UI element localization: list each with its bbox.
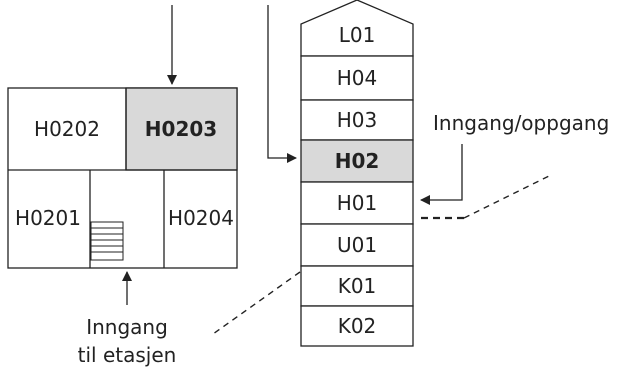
floor-u01-box	[300, 223, 414, 267]
ground-line-right-slope	[463, 175, 550, 219]
floor-label-h04: H04	[337, 66, 378, 90]
ground-line-left-slope	[212, 271, 301, 335]
floor-k02-box	[300, 305, 414, 347]
floor-label-u01: U01	[337, 233, 377, 257]
arrow-to-h02	[267, 5, 297, 163]
floor-label-k01: K01	[338, 274, 377, 298]
unit-label-h0202: H0202	[34, 117, 100, 141]
floor-plan: H0202 H0203 H0201 H0204 Inngang til etas…	[7, 5, 238, 367]
building-section: L01 H04 H03 H02 H01 U01 K01 K02 Inngang/…	[212, 0, 609, 347]
floor-label-h01: H01	[337, 191, 378, 215]
floor-entrance-label-line1: Inngang	[86, 315, 168, 339]
floor-h02-box	[300, 139, 414, 183]
floor-entrance-label-line2: til etasjen	[78, 343, 177, 367]
floor-label-h02: H02	[335, 149, 380, 173]
floor-h04-box	[300, 55, 414, 101]
unit-label-h0201: H0201	[15, 206, 81, 230]
floor-h03-box	[300, 99, 414, 141]
floor-h01-box	[300, 181, 414, 225]
building-entrance-label: Inngang/oppgang	[433, 111, 609, 135]
arrow-building-entrance	[420, 144, 463, 205]
unit-label-h0203: H0203	[145, 117, 217, 141]
floor-label-k02: K02	[338, 314, 377, 338]
floor-label-h03: H03	[337, 108, 378, 132]
floor-label-l01: L01	[339, 23, 376, 47]
floor-k01-box	[300, 265, 414, 307]
staircase-icon	[90, 221, 124, 261]
unit-label-h0204: H0204	[168, 206, 234, 230]
unit-h0203-highlight	[125, 87, 238, 171]
